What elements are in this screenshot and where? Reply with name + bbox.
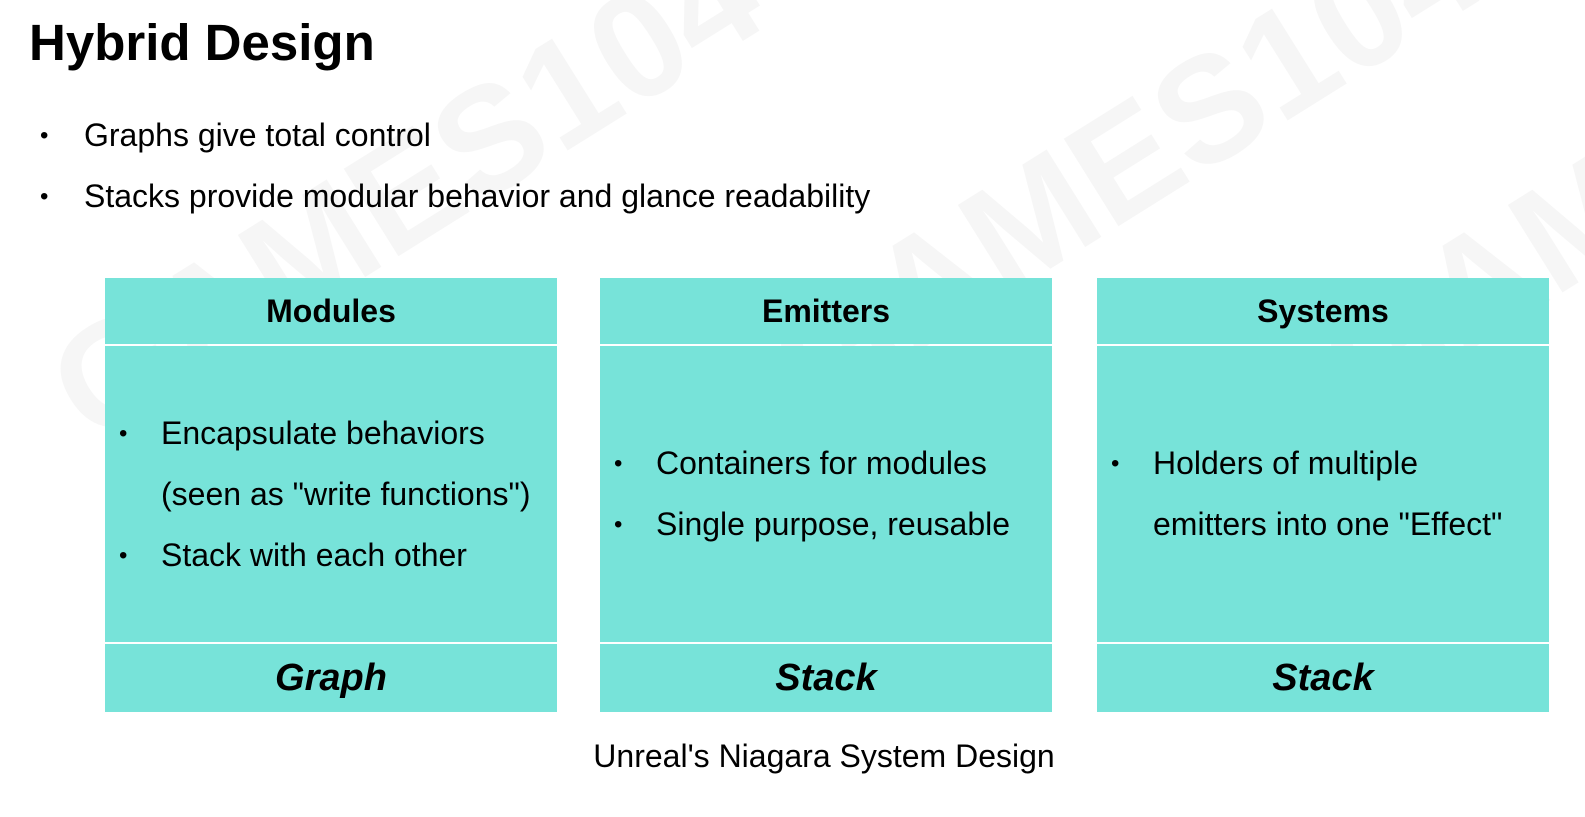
panel-bullet-text: Stack with each other — [161, 536, 467, 573]
bullet-dot-icon: • — [119, 419, 128, 447]
panel-bullet: • Encapsulate behaviors (seen as "write … — [119, 403, 547, 525]
panel-body: • Holders of multiple emitters into one … — [1097, 346, 1549, 642]
bullet-dot-icon: • — [40, 122, 49, 149]
bullet-dot-icon: • — [119, 541, 128, 569]
panel-body: • Encapsulate behaviors (seen as "write … — [105, 346, 557, 642]
intro-bullet: • Stacks provide modular behavior and gl… — [40, 166, 870, 227]
intro-bullet: • Graphs give total control — [40, 105, 870, 166]
panel-footer: Stack — [1097, 644, 1549, 712]
panel-bullet: • Stack with each other — [119, 525, 547, 586]
bullet-dot-icon: • — [40, 183, 49, 210]
panel-bullet-list: • Encapsulate behaviors (seen as "write … — [119, 403, 547, 586]
panel-footer: Stack — [600, 644, 1052, 712]
panel-bullet-list: • Containers for modules • Single purpos… — [614, 433, 1042, 555]
panel-bullet-text: Containers for modules — [656, 445, 987, 481]
panel-header: Emitters — [600, 278, 1052, 344]
modules-panel: Modules • Encapsulate behaviors (seen as… — [105, 278, 557, 712]
panel-bullet-text: Single purpose, reusable — [656, 506, 1011, 542]
bullet-dot-icon: • — [614, 450, 623, 477]
panel-header: Systems — [1097, 278, 1549, 344]
intro-bullet-text: Graphs give total control — [84, 117, 431, 153]
panel-bullet: • Single purpose, reusable — [614, 494, 1042, 555]
panel-footer: Graph — [105, 644, 557, 712]
panel-bullet-text: Encapsulate behaviors (seen as "write fu… — [161, 414, 531, 512]
intro-bullet-text: Stacks provide modular behavior and glan… — [84, 178, 871, 214]
panel-bullet-list: • Holders of multiple emitters into one … — [1111, 433, 1539, 555]
emitters-panel: Emitters • Containers for modules • Sing… — [600, 278, 1052, 712]
intro-bullet-list: • Graphs give total control • Stacks pro… — [40, 105, 870, 227]
panel-bullet: • Containers for modules — [614, 433, 1042, 494]
panel-header: Modules — [105, 278, 557, 344]
bullet-dot-icon: • — [1111, 450, 1120, 477]
panel-bullet-text: Holders of multiple emitters into one "E… — [1153, 445, 1503, 542]
panel-bullet: • Holders of multiple emitters into one … — [1111, 433, 1539, 555]
figure-caption: Unreal's Niagara System Design — [593, 738, 1055, 774]
systems-panel: Systems • Holders of multiple emitters i… — [1097, 278, 1549, 712]
bullet-dot-icon: • — [614, 511, 623, 538]
slide-title: Hybrid Design — [29, 14, 375, 71]
panel-body: • Containers for modules • Single purpos… — [600, 346, 1052, 642]
